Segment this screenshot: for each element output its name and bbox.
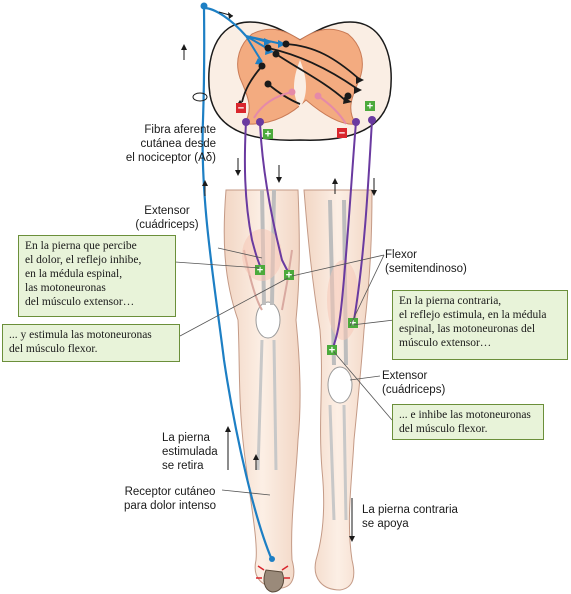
flexor-label-line-1: Flexor (385, 249, 417, 261)
stimulated-leg-label-line-2: estimulada (162, 446, 218, 458)
callout-left-bottom-line-1: ... y estimula las motoneuronas (9, 329, 152, 341)
callout-right-bottom-line-2: del músculo flexor. (399, 423, 488, 435)
callout-right-top-line-1: En la pierna contraria, (399, 295, 502, 307)
extensor-left-label: Extensor (cuádriceps) (120, 204, 214, 232)
callout-left-top-line-3: en la médula espinal, (25, 268, 123, 280)
synapse-sign-minus-left: − (236, 103, 246, 115)
leader-lines (174, 247, 395, 496)
sign-text: + (265, 129, 271, 141)
sign-text: + (329, 345, 335, 357)
stimulated-leg-label-line-3: se retira (162, 460, 204, 472)
callout-left-top-line-5: del músculo extensor… (25, 296, 135, 308)
afferent-fiber (192, 2, 286, 562)
synapse-sign-minus-right: − (337, 128, 347, 140)
inhibitory-interneurons (253, 91, 347, 125)
flexor-label-line-2: (semitendinoso) (385, 263, 467, 275)
synapse-sign-plus-left: + (263, 129, 273, 141)
synapse-sign-plus-leg-1: + (255, 265, 265, 277)
sign-text: + (257, 265, 263, 277)
extensor-left-label-line-1: Extensor (144, 205, 190, 217)
callout-box-left-bottom: ... y estimula las motoneuronas del músc… (2, 324, 180, 362)
synapse-sign-plus-right: + (365, 101, 375, 113)
callout-left-top-line-2: el dolor, el reflejo inhibe, (25, 254, 142, 266)
callout-left-bottom-line-2: del músculo flexor. (9, 343, 98, 355)
extensor-right-label: Extensor (cuádriceps) (382, 369, 482, 397)
stimulated-leg-label-line-1: La pierna (162, 432, 210, 444)
contralateral-leg-label: La pierna contraria se apoya (362, 503, 480, 531)
stimulated-leg-label: La pierna estimulada se retira (162, 431, 228, 473)
callout-box-right-top: En la pierna contraria, el reflejo estim… (392, 290, 568, 360)
callout-right-bottom-line-1: ... e inhibe las motoneuronas (399, 409, 531, 421)
flexor-label: Flexor (semitendinoso) (385, 248, 495, 276)
spinal-cord (208, 21, 392, 141)
afferent-fiber-label-line-3: el nociceptor (Aδ) (125, 152, 216, 164)
callout-right-top-line-3: espinal, las motoneuronas del (399, 323, 536, 335)
callout-left-top-line-4: las motoneuronas (25, 282, 106, 294)
receptor-label-line-1: Receptor cutáneo (124, 486, 216, 498)
pain-stimulus-icon (256, 565, 290, 593)
synapse-sign-plus-leg-4: + (348, 318, 358, 330)
sign-text: − (339, 128, 345, 140)
right-patella (327, 366, 353, 404)
callout-box-left-top: En la pierna que percibe el dolor, el re… (18, 235, 176, 317)
interneurons (241, 43, 359, 105)
stimulated-leg (223, 189, 301, 589)
afferent-fiber-label-line-2: cutánea desde (140, 138, 216, 150)
receptor-label-line-2: para dolor intenso (123, 500, 217, 512)
callout-box-right-bottom: ... e inhibe las motoneuronas del múscul… (392, 404, 544, 440)
sign-text: + (350, 318, 356, 330)
motor-neurons (243, 119, 373, 351)
extensor-left-label-line-2: (cuádriceps) (135, 219, 199, 231)
callout-left-top-line-1: En la pierna que percibe (25, 240, 137, 252)
sign-text: + (367, 101, 373, 113)
synapse-sign-plus-leg-3: + (327, 345, 337, 357)
sign-text: − (238, 103, 244, 115)
motor-neuron-bodies (242, 116, 376, 126)
sign-text: + (286, 270, 292, 282)
extensor-right-label-line-1: Extensor (382, 370, 428, 382)
afferent-fiber-label: Fibra aferente cutánea desde el nocicept… (120, 123, 216, 165)
afferent-fiber-label-line-1: Fibra aferente (144, 124, 216, 136)
receptor-label: Receptor cutáneo para dolor intenso (114, 485, 226, 513)
callout-right-top-line-4: músculo extensor… (399, 337, 492, 349)
callout-right-top-line-2: el reflejo estimula, en la médula (399, 309, 547, 321)
synapse-sign-plus-leg-2: + (284, 270, 294, 282)
left-patella (255, 301, 281, 339)
extensor-right-label-line-2: (cuádriceps) (382, 384, 446, 396)
contralateral-leg-label-line-2: se apoya (362, 518, 409, 530)
direction-arrows (181, 11, 377, 542)
contralateral-leg-label-line-1: La pierna contraria (362, 504, 458, 516)
